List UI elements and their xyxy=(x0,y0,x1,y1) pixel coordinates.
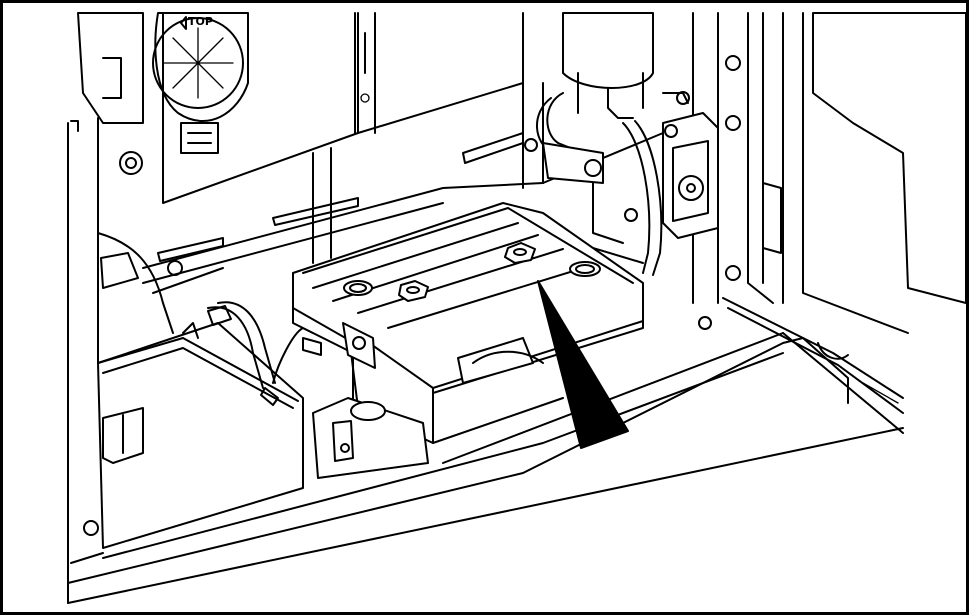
door-prop-rod xyxy=(722,297,904,414)
battery-cap-2 xyxy=(569,261,601,277)
battery-terminal-1 xyxy=(398,280,429,302)
front-sill xyxy=(67,332,904,604)
engine-grille xyxy=(782,12,966,334)
coolant-reservoir xyxy=(312,397,429,479)
door-frame xyxy=(692,12,782,330)
fuel-filter xyxy=(524,12,690,276)
battery-terminal-2 xyxy=(504,242,536,264)
door-latch xyxy=(662,112,719,239)
hold-down-bracket xyxy=(342,322,376,369)
battery-cap-1 xyxy=(343,280,373,296)
left-battery xyxy=(83,301,322,549)
left-wall xyxy=(67,117,174,604)
battery-compartment-illustration: TOP xyxy=(67,12,966,604)
indicator-arrow xyxy=(537,280,629,449)
top-gauge: TOP xyxy=(77,12,249,175)
gauge-top-label: TOP xyxy=(188,15,213,28)
